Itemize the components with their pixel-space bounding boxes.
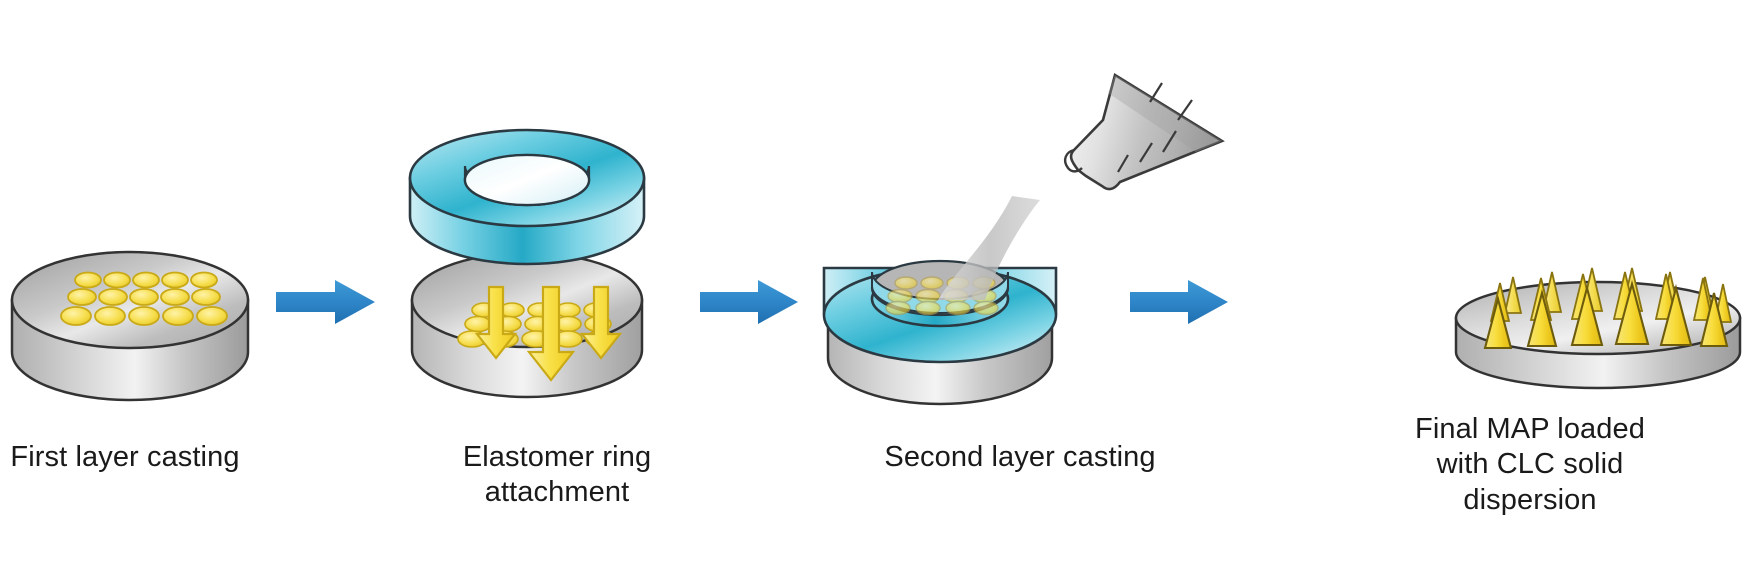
elastomer-ring-opening bbox=[463, 153, 591, 207]
pouring-stream bbox=[938, 196, 1040, 300]
beaker-mouth-shade bbox=[1108, 75, 1222, 152]
arrow-3 bbox=[1130, 280, 1228, 324]
beaker-spout bbox=[1063, 148, 1083, 173]
down-arrow-icon bbox=[579, 285, 623, 360]
down-arrow-icon bbox=[474, 285, 518, 360]
arrow-1 bbox=[276, 280, 375, 324]
step-elastomer-ring-attachment bbox=[408, 128, 646, 399]
elastomer-ring bbox=[408, 128, 646, 266]
step-first-layer-casting bbox=[10, 250, 250, 402]
step-label-first-layer-casting: First layer casting bbox=[10, 441, 240, 473]
cavity-row bbox=[74, 271, 218, 289]
cavity-array bbox=[60, 271, 228, 326]
step-label-final-map: Final MAP loaded with CLC solid dispersi… bbox=[1415, 413, 1645, 516]
down-arrow-group bbox=[474, 285, 623, 382]
cavity-row bbox=[464, 315, 612, 333]
step-label-elastomer-ring-attachment: Elastomer ring attachment bbox=[462, 441, 652, 509]
beaker-body bbox=[1069, 72, 1225, 191]
step-final-map bbox=[1454, 267, 1742, 390]
down-arrow-icon bbox=[526, 285, 576, 382]
step-label-second-layer-casting: Second layer casting bbox=[884, 441, 1156, 473]
cavity-row bbox=[885, 300, 999, 316]
step-second-layer-casting bbox=[822, 72, 1225, 406]
needle-row-front bbox=[1483, 279, 1729, 350]
beaker-graduations bbox=[1117, 82, 1193, 173]
arrow-2 bbox=[700, 280, 798, 324]
cavity-row bbox=[67, 288, 221, 306]
graduated-beaker bbox=[1063, 72, 1225, 191]
cavity-row bbox=[60, 306, 228, 326]
